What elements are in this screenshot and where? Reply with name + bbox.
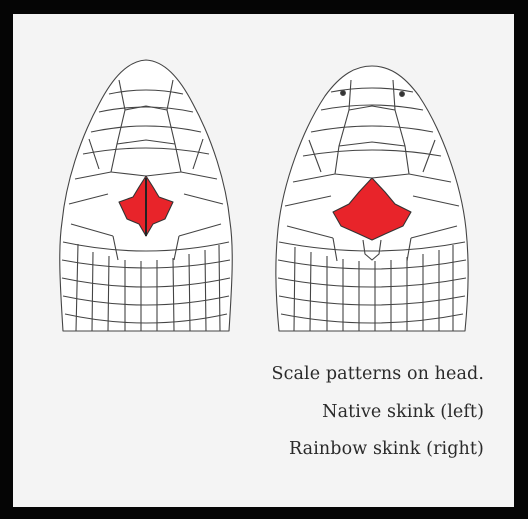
skink-heads-illustration xyxy=(13,14,514,507)
native-skink-head xyxy=(60,60,232,331)
caption-native-skink: Native skink (left) xyxy=(322,402,484,422)
figure-panel: Scale patterns on head. Native skink (le… xyxy=(13,14,514,507)
caption-title: Scale patterns on head. xyxy=(272,364,484,384)
rainbow-skink-head xyxy=(276,66,468,331)
caption-rainbow-skink: Rainbow skink (right) xyxy=(289,439,484,459)
